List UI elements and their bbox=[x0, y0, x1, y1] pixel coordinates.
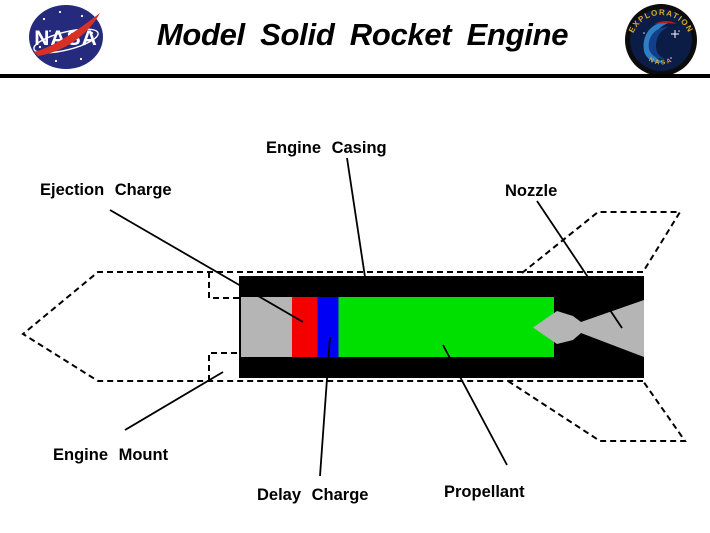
nozzle-label: Nozzle bbox=[505, 182, 557, 200]
nozzle-bell bbox=[533, 300, 644, 357]
lower-fin-outline bbox=[507, 380, 687, 442]
badge-bottom-text: NASA bbox=[648, 56, 675, 66]
end-cap-section bbox=[241, 297, 292, 357]
ejection-charge-section bbox=[292, 297, 318, 357]
engine-casing-leader bbox=[346, 157, 366, 278]
engine-mount-step-top bbox=[208, 272, 241, 299]
delay-charge-section bbox=[317, 297, 339, 357]
nasa-logo-orbit bbox=[33, 28, 99, 54]
ejection-charge-leader bbox=[109, 209, 304, 323]
upper-fin-outline bbox=[521, 211, 682, 274]
badge-red-sliver bbox=[654, 21, 677, 24]
engine-casing-bottom bbox=[241, 357, 644, 378]
propellant-leader bbox=[442, 344, 508, 466]
exploration-badge-logo: EXPLORATION NASA bbox=[625, 4, 697, 75]
delay-charge-label: Delay Charge bbox=[257, 486, 368, 504]
nasa-logo-swoosh bbox=[34, 13, 100, 56]
propellant-label: Propellant bbox=[444, 483, 525, 501]
engine-casing-top bbox=[241, 276, 644, 297]
badge-star-sparkle bbox=[671, 30, 679, 38]
page-title: Model Solid Rocket Engine bbox=[156, 17, 569, 52]
badge-swoosh-outer bbox=[643, 21, 671, 63]
engine-casing-left-cap bbox=[239, 276, 242, 378]
nasa-logo-stars bbox=[38, 10, 94, 63]
nasa-meatball-logo: NASA bbox=[29, 5, 103, 69]
rocket-body-outline bbox=[21, 271, 643, 382]
engine-mount-leader bbox=[124, 371, 224, 431]
nozzle-leader bbox=[536, 200, 623, 329]
propellant-section bbox=[338, 297, 556, 357]
header-divider-rule bbox=[0, 74, 710, 78]
engine-casing-label: Engine Casing bbox=[266, 139, 387, 157]
engine-mount-label: Engine Mount bbox=[53, 446, 169, 464]
badge-swoosh-inner bbox=[648, 27, 668, 60]
badge-field bbox=[630, 9, 692, 71]
delay-charge-leader bbox=[319, 336, 331, 477]
ejection-charge-label: Ejection Charge bbox=[40, 181, 172, 199]
